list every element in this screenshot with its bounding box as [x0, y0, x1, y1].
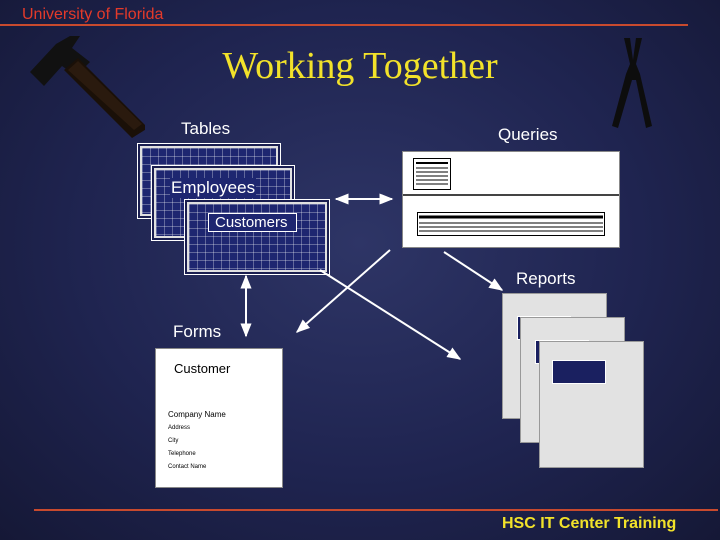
- form-field-city: City: [168, 438, 179, 444]
- employees-table-label: Employees: [170, 178, 257, 198]
- arrow-tables-reports: [319, 269, 462, 360]
- reports-label: Reports: [516, 269, 576, 288]
- page-title: Working Together: [222, 45, 498, 87]
- tables-label: Tables: [181, 119, 231, 138]
- header-title: University of Florida: [22, 6, 164, 23]
- queries-window: [402, 151, 620, 248]
- footer-divider: [34, 509, 718, 511]
- customers-table: Customers: [187, 202, 327, 272]
- arrow-queries-forms: [295, 249, 391, 333]
- pliers-icon: [612, 38, 652, 128]
- form-field-company-name: Company Name: [168, 410, 226, 419]
- arrow-queries-reports: [443, 251, 504, 291]
- form-title: Customer: [174, 361, 231, 376]
- footer-text: HSC IT Center Training: [502, 515, 677, 532]
- form-field-address: Address: [168, 425, 191, 431]
- field-list-icon: [413, 158, 451, 190]
- customers-table-label: Customers: [208, 213, 297, 232]
- form-field-telephone: Telephone: [168, 451, 196, 457]
- form-field-contact-name: Contact Name: [168, 464, 207, 470]
- query-grid-icon: [417, 212, 605, 236]
- customer-form: Customer Company Name Address City Telep…: [155, 348, 283, 488]
- report-page-3: [539, 341, 644, 468]
- header-divider: [0, 24, 688, 26]
- queries-label: Queries: [498, 125, 558, 144]
- report-header-block: [552, 360, 606, 384]
- queries-divider: [403, 194, 619, 196]
- forms-label: Forms: [173, 322, 222, 341]
- hammer-icon: [30, 36, 145, 138]
